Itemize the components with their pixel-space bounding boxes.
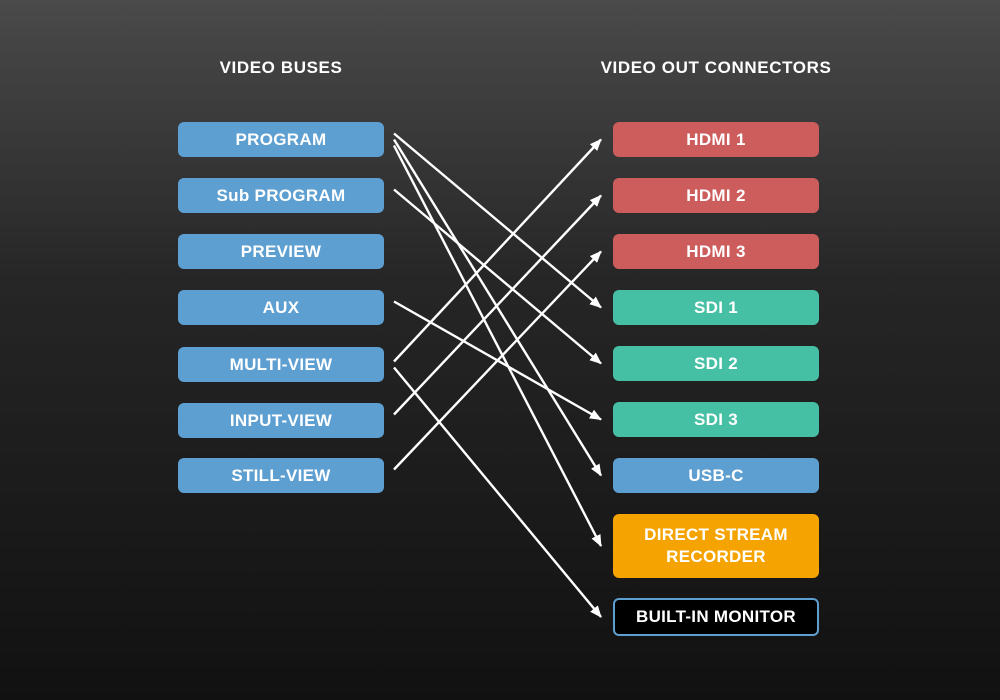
video-out-connectors-heading: VIDEO OUT CONNECTORS [600, 58, 832, 77]
arrow-program-to-direct-stream-recorder [392, 144, 603, 547]
output-sdi-1: SDI 1 [613, 290, 819, 325]
bus-sub-program: Sub PROGRAM [178, 178, 384, 213]
output-hdmi-2: HDMI 2 [613, 178, 819, 213]
arrow-sub-program-to-sdi-2 [393, 188, 602, 365]
output-sdi-3: SDI 3 [613, 402, 819, 437]
arrow-multi-view-to-built-in-monitor [393, 366, 602, 618]
arrow-multi-view-to-hdmi-1 [393, 138, 602, 363]
video-buses-heading: VIDEO BUSES [219, 58, 343, 77]
bus-aux: AUX [178, 290, 384, 325]
output-direct-stream-recorder: DIRECT STREAM RECORDER [613, 514, 819, 578]
bus-still-view: STILL-VIEW [178, 458, 384, 493]
arrow-still-view-to-hdmi-3 [393, 250, 602, 471]
bus-preview: PREVIEW [178, 234, 384, 269]
bus-program: PROGRAM [178, 122, 384, 157]
output-built-in-monitor: BUILT-IN MONITOR [613, 598, 819, 636]
output-hdmi-1: HDMI 1 [613, 122, 819, 157]
bus-multi-view: MULTI-VIEW [178, 347, 384, 382]
arrow-program-to-usb-c [392, 138, 603, 477]
bus-input-view: INPUT-VIEW [178, 403, 384, 438]
arrow-input-view-to-hdmi-2 [393, 194, 602, 416]
arrow-program-to-sdi-1 [393, 132, 602, 309]
output-hdmi-3: HDMI 3 [613, 234, 819, 269]
output-usb-c: USB-C [613, 458, 819, 493]
output-sdi-2: SDI 2 [613, 346, 819, 381]
